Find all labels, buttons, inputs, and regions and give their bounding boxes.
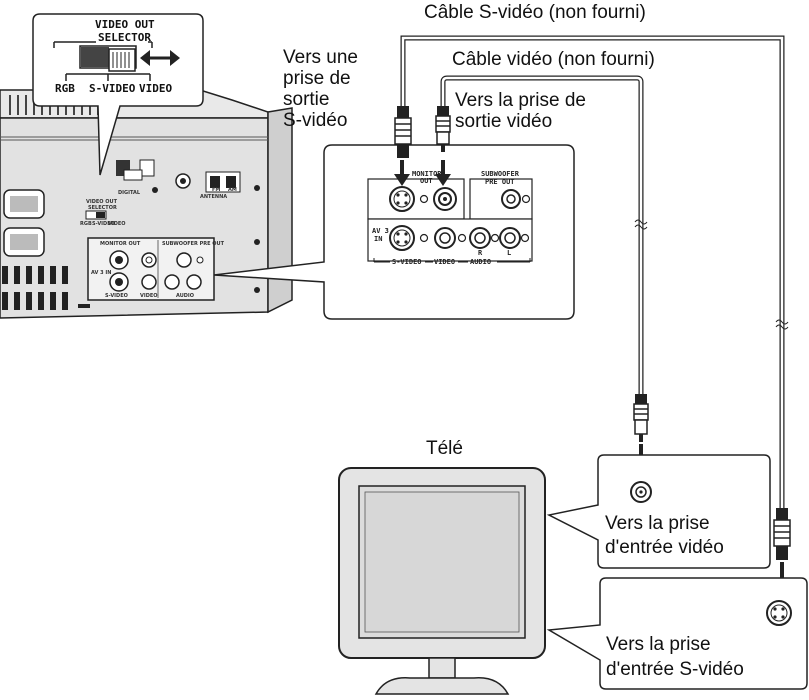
to-svideo-out-line-1: Vers une [283,47,358,68]
unit-group-audio: AUDIO [176,293,195,299]
unit-pos-svideo: S-VIDEO [92,221,115,227]
receiver-unit [0,89,293,319]
tv-svideo-in-callout [546,577,808,690]
video-cable-label: Câble vidéo (non fourni) [452,49,655,70]
svideo-cable [400,35,789,512]
panel-subwoofer-2: PRE OUT [485,178,515,186]
to-video-in-line-2: d'entrée vidéo [605,537,724,558]
video-plug-receiver [435,106,451,152]
unit-monitor-out: MONITOR OUT [100,241,141,247]
to-svideo-out-line-4: S-vidéo [283,110,348,131]
panel-monitor-2: OUT [420,177,433,185]
panel-channel-r: R [478,249,483,257]
to-svideo-in-line-1: Vers la prise [606,634,711,655]
svideo-plug-receiver [394,106,412,158]
unit-pos-rgb: RGB [80,221,92,227]
tv-video-in-callout [546,454,771,569]
unit-selector-2: SELECTOR [88,205,117,211]
panel-channel-l: L [507,249,512,257]
panel-group-video: VIDEO [434,258,456,266]
unit-group-svideo: S-VIDEO [105,293,128,299]
tv-label: Télé [426,438,463,459]
selector-title-2: SELECTOR [98,31,151,44]
video-cable [440,75,648,396]
to-svideo-out-line-2: prise de [283,68,351,89]
panel-group-audio: AUDIO [470,258,492,266]
to-svideo-in-line-2: d'entrée S-vidéo [606,659,744,680]
panel-monitor-1: MONITOR [412,170,442,178]
to-video-out-line-1: Vers la prise de [455,90,586,111]
unit-selector-1: VIDEO OUT [86,199,118,205]
svideo-cable-label: Câble S-vidéo (non fourni) [424,2,646,23]
panel-callout [213,144,575,320]
panel-av3-2: IN [374,235,383,243]
unit-group-video: VIDEO [140,293,158,299]
to-video-in-line-1: Vers la prise [605,513,710,534]
panel-group-svideo: S-VIDEO [392,258,422,266]
panel-av3-1: AV 3 [372,227,389,235]
to-video-out-line-2: sortie vidéo [455,111,553,132]
selector-pos-video: VIDEO [139,82,173,95]
selector-pos-rgb: RGB [55,82,75,95]
selector-pos-svideo: S-VIDEO [89,82,136,95]
to-svideo-out-line-3: sortie [283,89,330,110]
selector-title-1: VIDEO OUT [95,18,155,31]
plug-arrows [394,160,451,186]
panel-subwoofer-1: SUBWOOFER [481,170,519,178]
unit-digital: DIGITAL [118,190,141,196]
selector-callout [32,13,204,176]
unit-antenna: ANTENNA [200,194,228,200]
unit-pos-video: VIDEO [108,221,126,227]
unit-subwoofer: SUBWOOFER PRE OUT [162,241,225,247]
unit-fm: FM [212,187,221,193]
unit-am: AM [228,187,237,193]
tv [338,467,546,695]
unit-av3-in: AV 3 IN [91,270,112,276]
